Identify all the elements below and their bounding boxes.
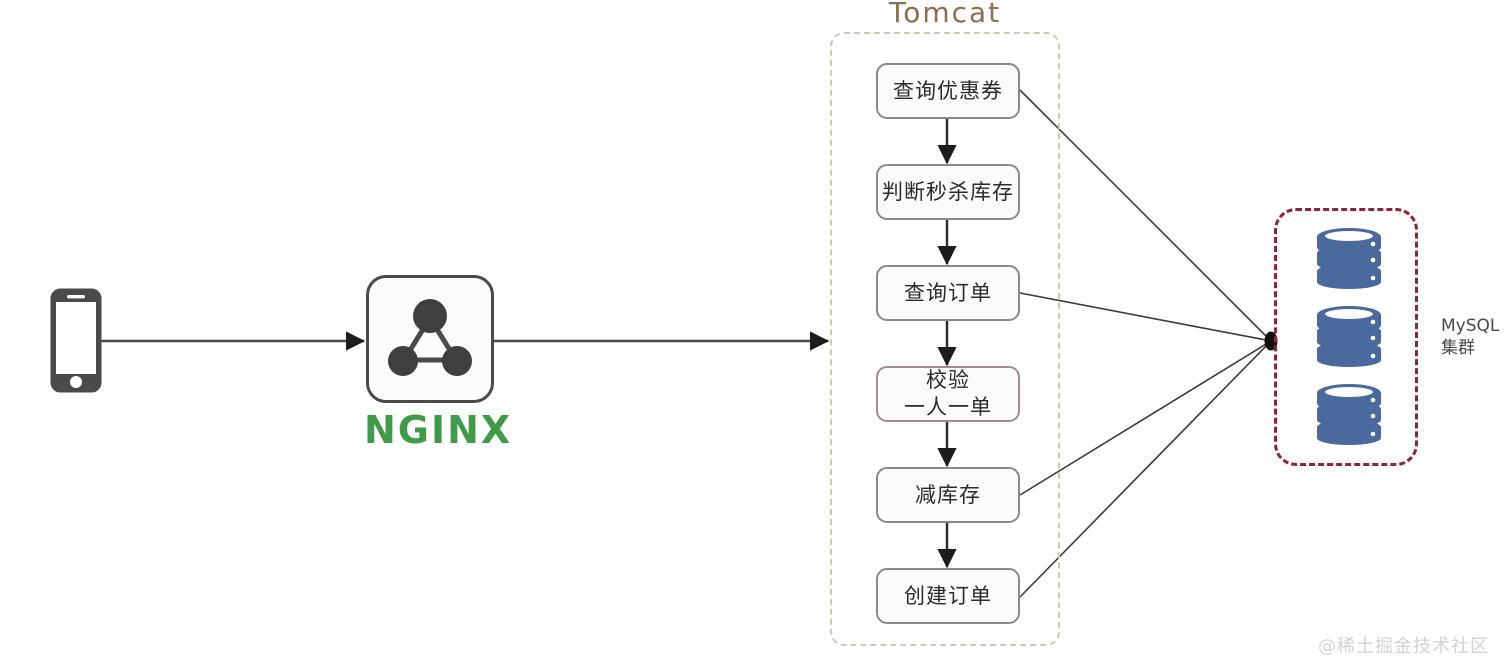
watermark: @稀土掘金技术社区 <box>1318 636 1489 657</box>
database-node-2[interactable] <box>1313 301 1385 378</box>
mysql-cluster-label: MySQL 集群 <box>1441 315 1499 359</box>
tomcat-container <box>830 32 1060 646</box>
database-icon <box>1317 384 1381 445</box>
step-query-order[interactable]: 查询订单 <box>876 265 1020 321</box>
step-verify-one-person-one-order[interactable]: 校验 一人一单 <box>876 366 1020 422</box>
database-node-1[interactable] <box>1313 223 1385 300</box>
mysql-cluster-container <box>1274 208 1418 466</box>
tomcat-title: Tomcat <box>888 0 1002 29</box>
step-decrease-stock[interactable]: 减库存 <box>876 467 1020 523</box>
nginx-node[interactable] <box>366 275 494 403</box>
database-node-3[interactable] <box>1313 379 1385 456</box>
step-decrease-stock-label: 减库存 <box>915 482 981 507</box>
database-icon <box>1317 306 1381 367</box>
step-query-coupon[interactable]: 查询优惠券 <box>876 63 1020 119</box>
smartphone-icon <box>50 288 102 393</box>
step-create-order[interactable]: 创建订单 <box>876 568 1020 624</box>
step-check-seckill-stock-label: 判断秒杀库存 <box>882 179 1014 204</box>
step-create-order-label: 创建订单 <box>904 583 992 608</box>
step-query-coupon-label: 查询优惠券 <box>893 78 1003 103</box>
nginx-wordmark: NGINX <box>364 408 513 452</box>
database-icon <box>1317 228 1381 289</box>
mysql-label-line-2: 集群 <box>1441 338 1475 358</box>
step-query-order-label: 查询订单 <box>904 280 992 305</box>
step-verify-line-1: 校验 <box>926 368 970 392</box>
client-device[interactable] <box>50 288 102 398</box>
step-check-seckill-stock[interactable]: 判断秒杀库存 <box>876 164 1020 220</box>
nginx-triangle-nodes-icon <box>388 299 472 376</box>
step-verify-line-2: 一人一单 <box>904 395 992 419</box>
mysql-label-line-1: MySQL <box>1441 316 1500 336</box>
